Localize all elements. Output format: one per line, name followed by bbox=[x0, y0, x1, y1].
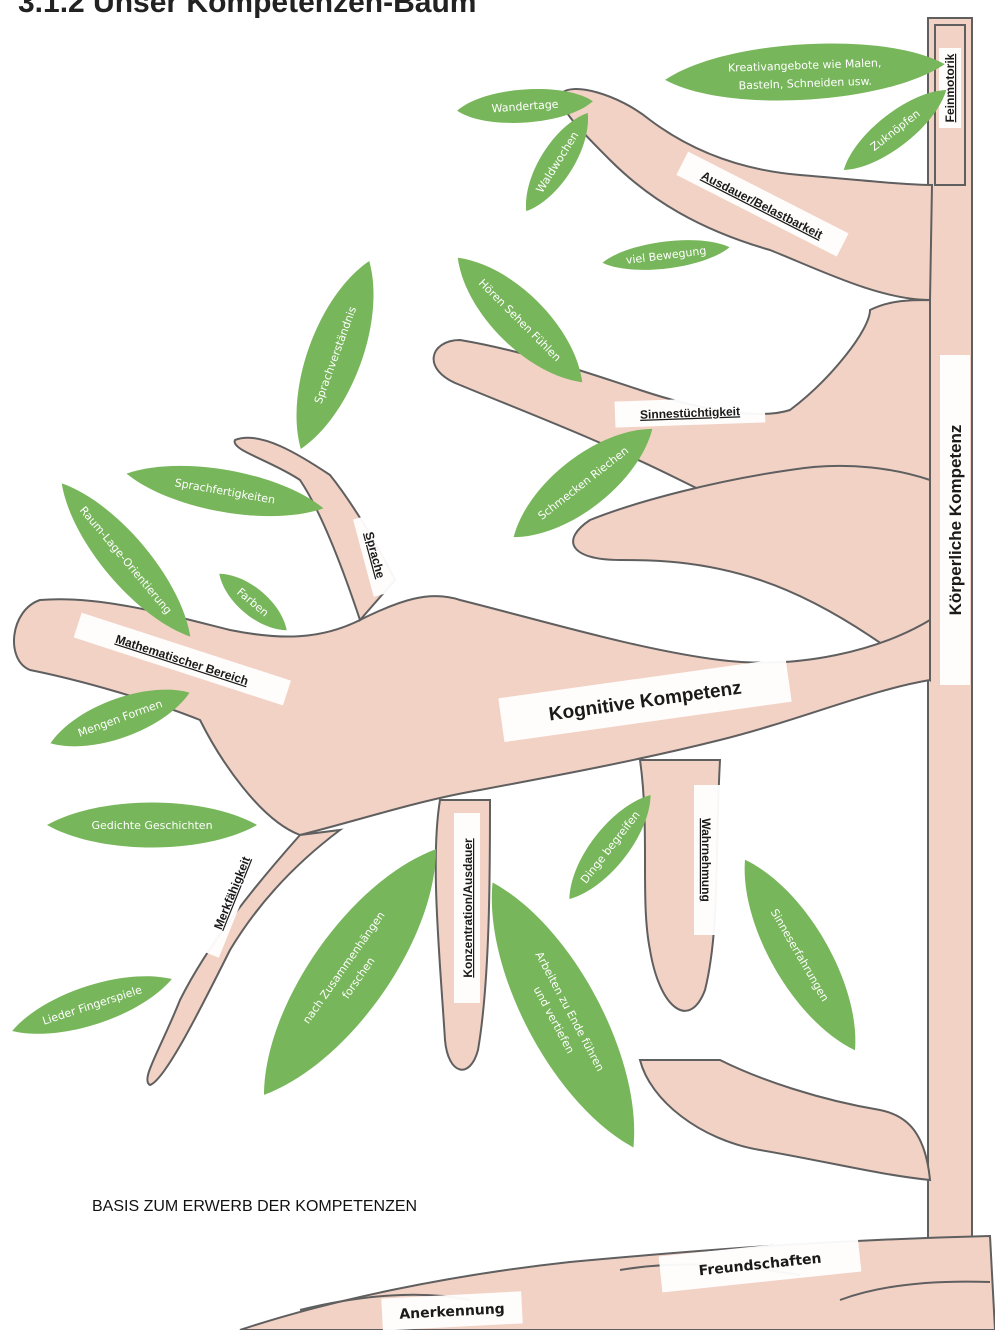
lower-mass bbox=[640, 1060, 930, 1180]
leaf-arbeiten: Arbeiten zu Ende führen und vertiefen bbox=[459, 865, 666, 1165]
svg-text:Raum-Lage-Orientierung: Raum-Lage-Orientierung bbox=[77, 504, 175, 617]
svg-text:Gedichte Geschichten: Gedichte Geschichten bbox=[91, 819, 212, 832]
svg-text:Wahrnehmung: Wahrnehmung bbox=[699, 818, 713, 902]
leaf-gedichte: Gedichte Geschichten bbox=[47, 803, 257, 848]
branch-label-konzentration: Konzentration/Ausdauer bbox=[454, 813, 480, 1003]
svg-text:Körperliche Kompetenz: Körperliche Kompetenz bbox=[946, 425, 965, 616]
ground bbox=[240, 1236, 995, 1330]
svg-text:Konzentration/Ausdauer: Konzentration/Ausdauer bbox=[461, 838, 475, 978]
roots-caption: BASIS ZUM ERWERB DER KOMPETENZEN bbox=[92, 1198, 417, 1216]
leaf-lieder: Lieder Fingerspiele bbox=[6, 960, 178, 1049]
trunk-label: Körperliche Kompetenz bbox=[940, 355, 970, 685]
fine-motor-label: Feinmotorik bbox=[939, 48, 961, 128]
tree-body bbox=[14, 18, 995, 1330]
leaf-kreativ: Kreativangebote wie Malen, Basteln, Schn… bbox=[664, 39, 946, 104]
branch-label-sinne: Sinnestüchtigkeit bbox=[615, 396, 766, 427]
leaf-sprachverstaendnis: Sprachverständnis bbox=[275, 252, 394, 458]
leaf-zusammenhaenge: nach Zusammenhängen forschen bbox=[232, 827, 468, 1117]
branch-label-wahrnehmung: Wahrnehmung bbox=[694, 785, 720, 935]
leaf-sinneserfahrungen: Sinneserfahrungen bbox=[720, 845, 879, 1064]
leaf-bewegung: viel Bewegung bbox=[601, 234, 731, 276]
svg-text:Feinmotorik: Feinmotorik bbox=[943, 53, 957, 122]
